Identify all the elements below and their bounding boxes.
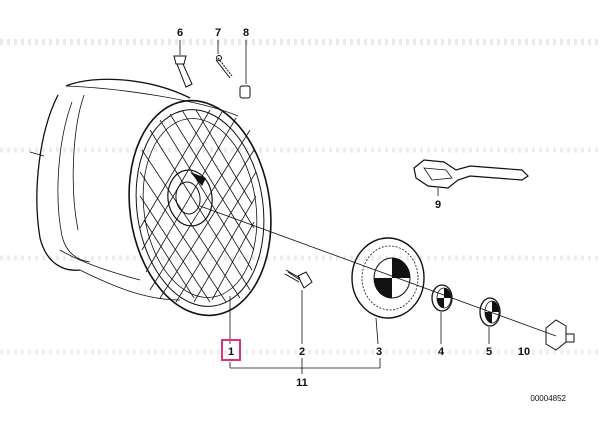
wheel-rim[interactable] xyxy=(29,78,557,337)
watermark-bands xyxy=(0,39,600,355)
part-label-10[interactable]: 10 xyxy=(518,346,530,358)
wheel-lock-key[interactable] xyxy=(413,159,529,196)
part-1-highlight xyxy=(221,339,241,361)
valve-cap[interactable] xyxy=(239,40,251,99)
valve-insert[interactable] xyxy=(215,40,233,79)
emblem-small[interactable] xyxy=(431,284,453,344)
hub-cap[interactable] xyxy=(351,237,425,345)
part-label-5[interactable]: 5 xyxy=(486,346,492,358)
wheel-bolt[interactable] xyxy=(284,269,313,344)
part-label-6[interactable]: 6 xyxy=(177,27,183,39)
part-label-7[interactable]: 7 xyxy=(215,27,221,39)
tyre-valve[interactable] xyxy=(173,40,193,88)
diagram-code: 00004852 xyxy=(530,394,566,403)
part-label-1[interactable]: 1 xyxy=(228,346,234,358)
part-label-4[interactable]: 4 xyxy=(438,346,445,358)
part-labels: 1 2 3 4 5 6 7 8 9 10 11 xyxy=(177,27,530,389)
part-label-11[interactable]: 11 xyxy=(296,377,308,389)
part-label-3[interactable]: 3 xyxy=(376,346,382,358)
emblem-large[interactable] xyxy=(479,297,501,344)
group-bracket-11 xyxy=(229,296,381,374)
lock-nut[interactable] xyxy=(545,319,575,351)
part-label-9[interactable]: 9 xyxy=(435,199,441,211)
part-label-2[interactable]: 2 xyxy=(299,346,305,358)
part-label-8[interactable]: 8 xyxy=(243,27,249,39)
